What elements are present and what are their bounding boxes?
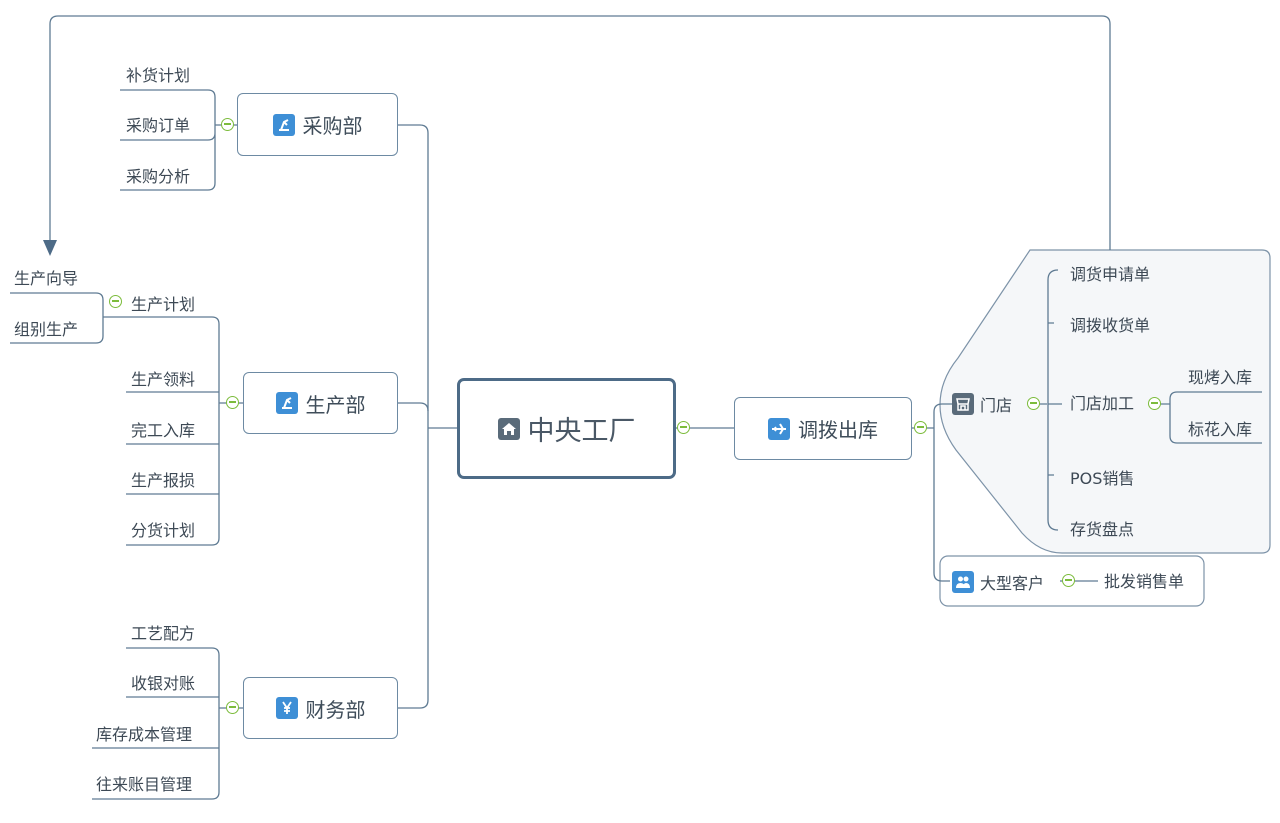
store-item[interactable]: 调拨收货单 xyxy=(1070,316,1151,335)
production-topic[interactable]: 生产部 xyxy=(243,372,398,434)
purchase-label: 采购部 xyxy=(302,114,363,138)
big-customer-label: 大型客户 xyxy=(980,574,1045,593)
production-icon xyxy=(275,392,298,414)
production-item[interactable]: 完工入库 xyxy=(131,421,196,440)
finance-item[interactable]: 收银对账 xyxy=(131,674,196,693)
production-collapse-toggle[interactable] xyxy=(226,396,239,409)
transfer-collapse-toggle[interactable] xyxy=(914,421,927,434)
production-item[interactable]: 生产计划 xyxy=(131,295,196,314)
finance-item[interactable]: 往来账目管理 xyxy=(96,775,193,794)
production-item[interactable]: 生产领料 xyxy=(131,370,196,389)
finance-item[interactable]: 工艺配方 xyxy=(131,624,196,643)
finance-label: 财务部 xyxy=(305,697,366,722)
store-topic[interactable]: 门店 xyxy=(952,392,1012,416)
store-item[interactable]: 调货申请单 xyxy=(1070,265,1151,284)
trunk-departments xyxy=(398,124,429,709)
production-item[interactable]: 分货计划 xyxy=(131,521,196,540)
central-collapse-toggle[interactable] xyxy=(677,421,690,434)
yen-icon xyxy=(275,697,298,719)
purchase-icon xyxy=(272,113,295,136)
plan-bracket xyxy=(10,292,126,344)
customer-collapse-toggle[interactable] xyxy=(1062,574,1075,587)
store-collapse-toggle[interactable] xyxy=(1027,397,1040,410)
big-customer-topic[interactable]: 大型客户 xyxy=(952,570,1044,594)
store-boundary xyxy=(939,249,1271,554)
transfer-topic[interactable]: 调拨出库 xyxy=(734,397,912,460)
arrowhead xyxy=(43,240,57,256)
feedback-arrow-line xyxy=(49,15,1111,250)
customers-icon xyxy=(952,571,974,593)
store-label: 门店 xyxy=(980,396,1013,415)
connector-production xyxy=(398,402,429,412)
plan-child[interactable]: 组别生产 xyxy=(14,320,79,339)
central-label: 中央工厂 xyxy=(527,416,636,447)
store-item[interactable]: POS销售 xyxy=(1070,469,1135,488)
store-item[interactable]: 门店加工 xyxy=(1070,394,1135,413)
purchase-item[interactable]: 采购分析 xyxy=(126,167,191,186)
purchase-collapse-toggle[interactable] xyxy=(221,118,234,131)
plan-collapse-toggle[interactable] xyxy=(109,295,122,308)
production-label: 生产部 xyxy=(305,392,366,417)
processing-collapse-toggle[interactable] xyxy=(1148,397,1161,410)
transfer-label: 调拨出库 xyxy=(798,418,878,442)
finance-topic[interactable]: 财务部 xyxy=(243,677,398,739)
purchase-item[interactable]: 采购订单 xyxy=(126,116,191,135)
trunk-transfer xyxy=(933,403,952,582)
central-topic[interactable]: 中央工厂 xyxy=(457,378,676,479)
production-item[interactable]: 生产报损 xyxy=(131,471,196,490)
store-item[interactable]: 存货盘点 xyxy=(1070,520,1135,539)
shop-icon xyxy=(952,393,974,415)
customer-item[interactable]: 批发销售单 xyxy=(1104,572,1185,591)
processing-child[interactable]: 标花入库 xyxy=(1188,420,1253,439)
purchase-item[interactable]: 补货计划 xyxy=(126,66,191,85)
home-icon xyxy=(497,417,520,440)
finance-collapse-toggle[interactable] xyxy=(226,701,239,714)
processing-child[interactable]: 现烤入库 xyxy=(1188,368,1253,387)
plan-child[interactable]: 生产向导 xyxy=(14,269,79,288)
purchase-topic[interactable]: 采购部 xyxy=(237,93,398,156)
airplane-icon xyxy=(768,417,790,440)
finance-item[interactable]: 库存成本管理 xyxy=(96,725,193,744)
